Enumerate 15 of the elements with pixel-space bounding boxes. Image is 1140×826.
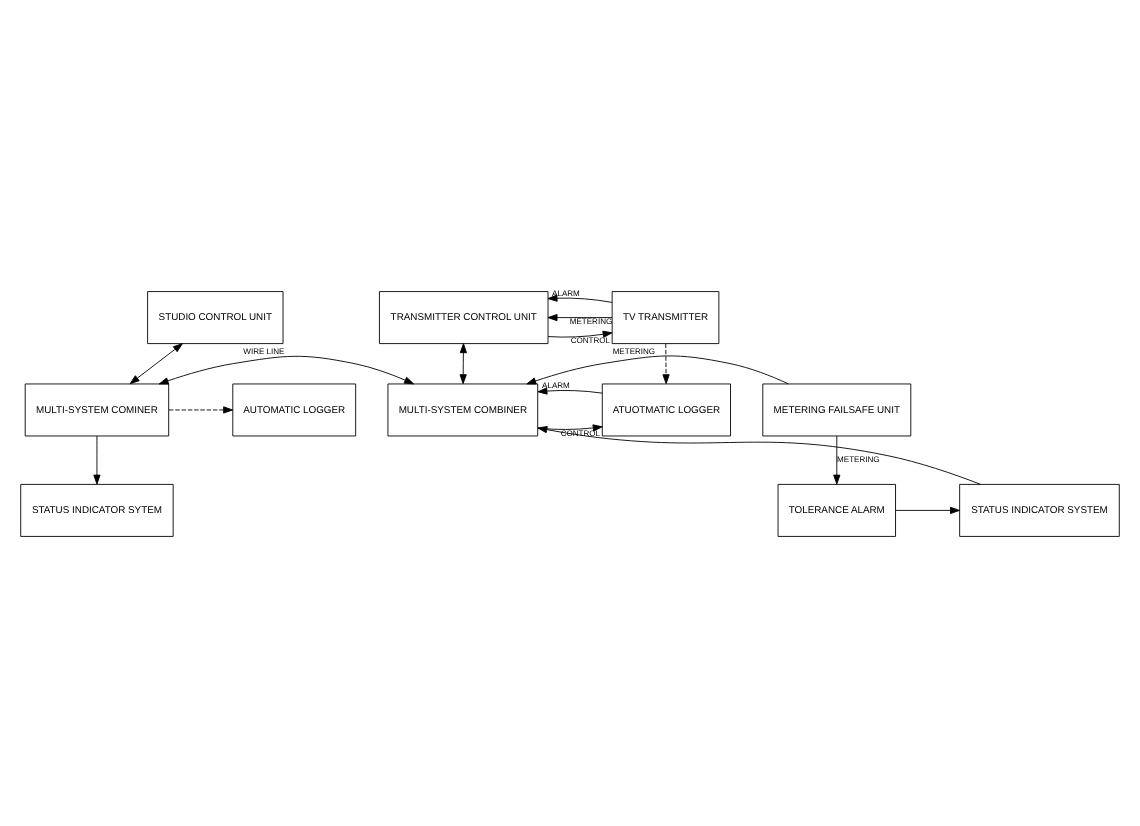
arrow xyxy=(537,424,603,432)
arrow xyxy=(93,435,101,485)
arrow xyxy=(547,314,613,322)
arrow xyxy=(526,355,789,385)
arrow xyxy=(459,343,467,385)
arrow xyxy=(547,294,613,303)
arrow xyxy=(895,506,960,514)
arrow xyxy=(168,406,234,414)
arrow xyxy=(662,343,670,385)
arrow xyxy=(833,435,841,485)
arrow xyxy=(129,343,183,385)
arrow xyxy=(158,355,414,385)
arrow xyxy=(537,387,603,395)
arrow xyxy=(547,330,613,338)
arrow xyxy=(537,426,981,485)
